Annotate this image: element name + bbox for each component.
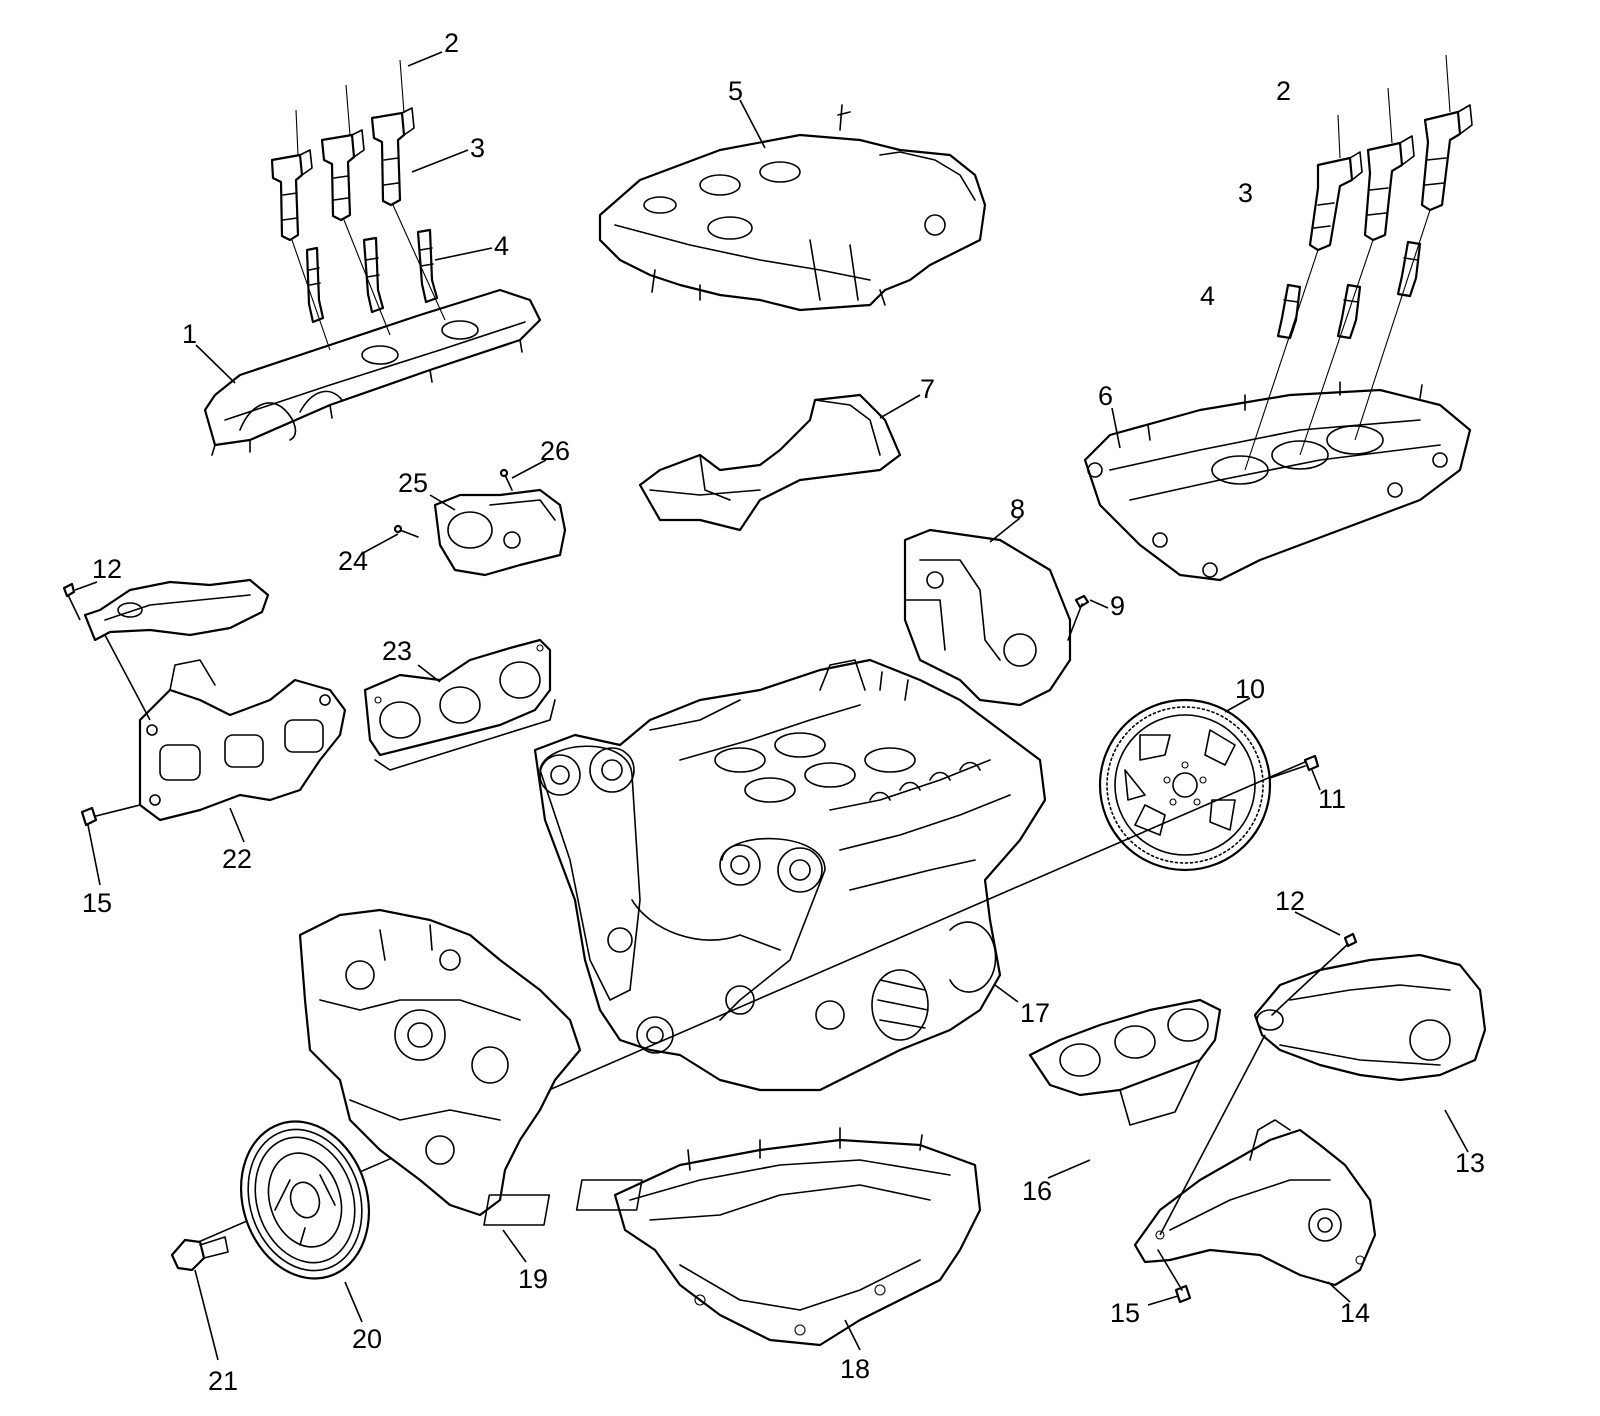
part-25-bracket [433,488,567,577]
part-15-right-bolt [1157,1249,1192,1304]
callout-21: 21 [208,1366,238,1396]
callout-6: 6 [1098,381,1113,411]
part-7-upper-cover [638,393,902,532]
part-21-damper-bolt [170,1236,229,1272]
callout-4-left: 4 [494,231,509,261]
callout-10: 10 [1235,674,1265,704]
coil-right-a [1244,114,1363,471]
part-26-bolt [499,468,513,491]
callout-17: 17 [1020,998,1050,1028]
part-13-heat-shield-right [1253,953,1487,1082]
part-2-3-4-left-coils-plugs [270,59,446,351]
coil-left-b [320,84,391,336]
part-5-intake-manifold [598,104,987,312]
part-10-flexplate [1098,698,1272,872]
callout-4-right: 4 [1200,281,1215,311]
callouts: 1 2 3 4 5 2 3 4 6 7 8 9 10 11 12 12 13 1… [82,28,1485,1396]
part-17-engine-block [533,658,1047,1092]
callout-26: 26 [540,436,570,466]
part-18-oil-pan [483,1127,982,1347]
callout-3-right: 3 [1238,178,1253,208]
callout-25: 25 [398,468,428,498]
callout-19: 19 [518,1264,548,1294]
coil-right-b [1299,87,1415,456]
part-19-front-cover [298,908,582,1217]
callout-15-right: 15 [1110,1298,1140,1328]
leader-lines [74,51,1469,1361]
callout-24: 24 [338,546,368,576]
coil-left-a [270,109,331,351]
callout-20: 20 [352,1324,382,1354]
part-6-right-camshaft-cover [1083,381,1472,582]
part-16-exhaust-gasket-right [1028,998,1222,1126]
callout-22: 22 [222,844,252,874]
callout-5: 5 [728,76,743,106]
part-9-bolt [1067,594,1090,641]
callout-8: 8 [1010,494,1025,524]
callout-1: 1 [182,319,197,349]
part-11-flexplate-bolt [1269,754,1320,779]
crankshaft-axis [179,761,1306,1251]
part-12-heat-shield-left [62,578,270,642]
callout-14: 14 [1340,1298,1370,1328]
callout-15-left: 15 [82,888,112,918]
part-20-crank-pulley [239,1120,371,1280]
coil-left-c [370,59,446,321]
callout-12-left: 12 [92,554,122,584]
callout-7: 7 [920,374,935,404]
part-22-left-exhaust-manifold [104,634,347,822]
callout-18: 18 [840,1354,870,1384]
callout-12-right: 12 [1275,886,1305,916]
callout-2-right: 2 [1276,76,1291,106]
part-23-exhaust-gasket [363,638,556,771]
part-8-right-front-cover [903,528,1072,707]
callout-11: 11 [1318,784,1346,814]
coil-right-c [1354,54,1473,441]
part-15-left-bolt [80,804,141,827]
part-24-bolt [393,524,419,538]
callout-3-left: 3 [470,133,485,163]
callout-2-left: 2 [444,28,459,58]
callout-16: 16 [1022,1176,1052,1206]
callout-9: 9 [1110,591,1125,621]
callout-13: 13 [1455,1148,1485,1178]
part-14-right-exhaust-manifold [1133,1034,1377,1287]
part-2-3-4-right-coils-plugs [1244,54,1473,471]
part-1-left-camshaft-cover [203,288,542,456]
callout-23: 23 [382,636,412,666]
part-12-right-bolt [1271,932,1358,1016]
